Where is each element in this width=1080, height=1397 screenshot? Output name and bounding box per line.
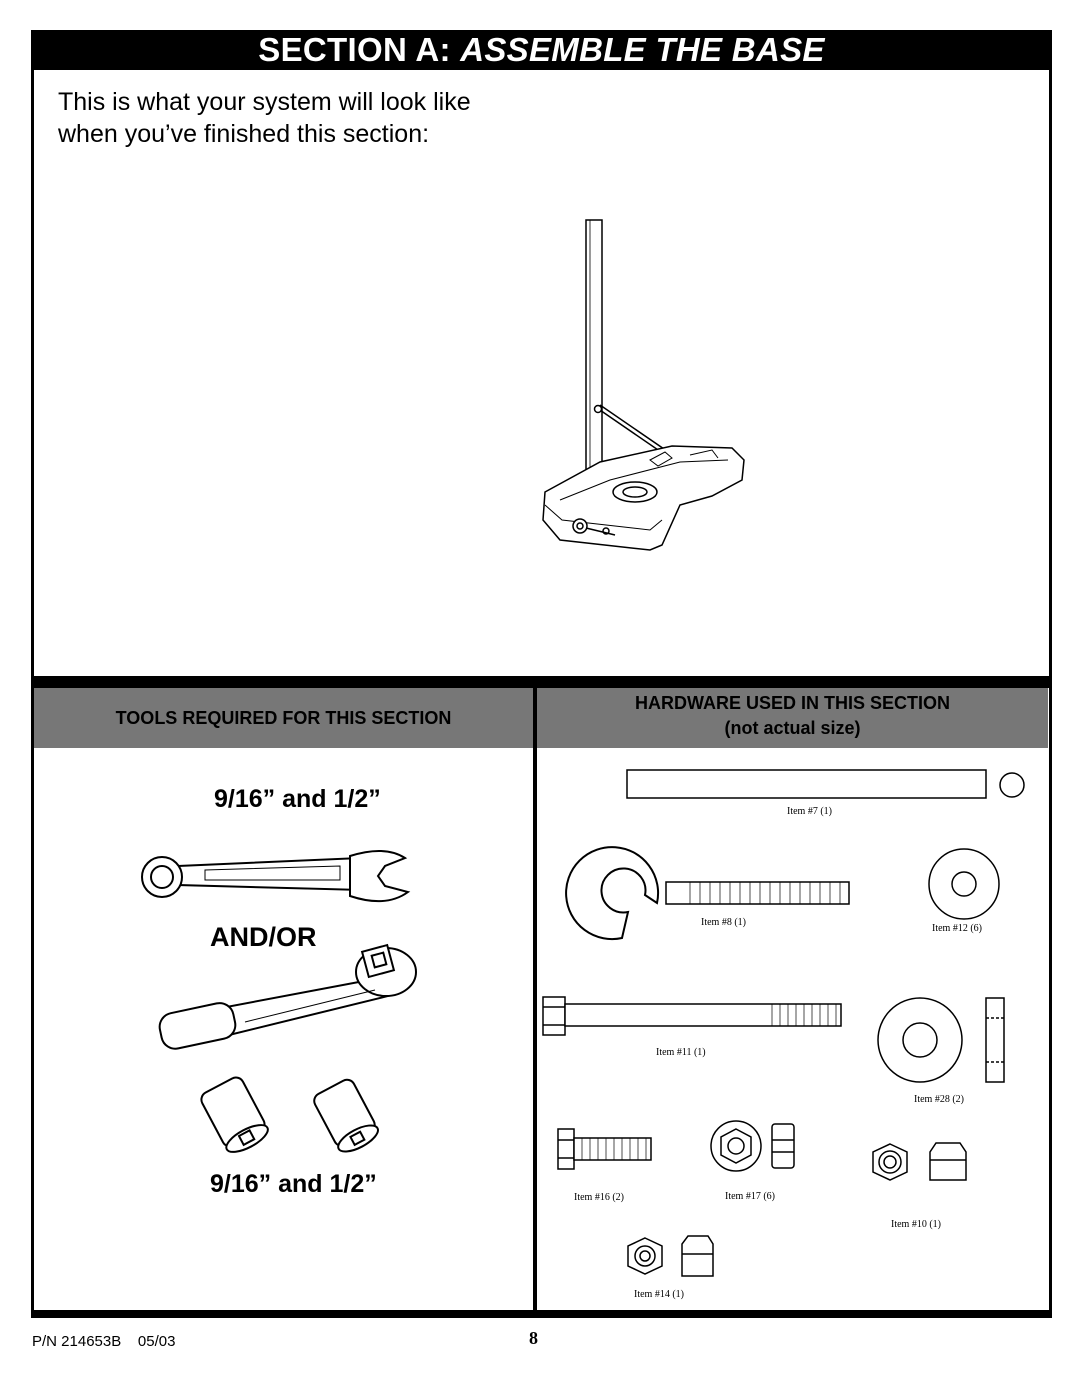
tube-end-item7-icon [999,772,1025,798]
item28-label: Item #28 (2) [914,1094,964,1105]
section-title-emphasis: ASSEMBLE THE BASE [460,31,825,68]
page-number: 8 [529,1328,538,1348]
item14-label: Item #14 (1) [634,1289,684,1300]
hardware-heading-subtitle: (not actual size) [724,718,861,738]
bottom-rule [31,1310,1052,1315]
tube-item7-icon [626,769,987,799]
tools-heading: TOOLS REQUIRED FOR THIS SECTION [34,688,533,748]
washer-item12-icon [928,848,1000,920]
item7-label: Item #7 (1) [787,806,832,817]
section-title-prefix: SECTION A: [258,31,461,68]
hardware-heading-title: HARDWARE USED IN THIS SECTION [634,693,951,713]
lock-nut-item14-icon [627,1235,714,1277]
item16-label: Item #16 (2) [574,1192,624,1203]
item11-label: Item #11 (1) [656,1047,706,1058]
section-divider [31,676,1052,688]
part-number: P/N 214653B 05/03 [32,1333,176,1350]
hardware-heading: HARDWARE USED IN THIS SECTION (not actua… [537,688,1048,748]
item12-label: Item #12 (6) [932,923,982,934]
flange-nut-item17-icon [710,1120,795,1172]
long-bolt-item11-icon [542,996,842,1036]
and-or-label: AND/OR [210,922,317,952]
section-title: SECTION A: ASSEMBLE THE BASE [31,30,1052,70]
intro-text: This is what your system will look like … [58,86,471,150]
item8-label: Item #8 (1) [701,917,746,928]
eye-bolt-item8-icon [565,846,850,941]
item17-label: Item #17 (6) [725,1191,775,1202]
washer-item28-icon [877,997,1005,1083]
lock-nut-item10-icon [872,1142,967,1181]
item10-label: Item #10 (1) [891,1219,941,1230]
short-bolt-item16-icon [557,1128,652,1170]
intro-line-2: when you’ve finished this section: [58,120,430,148]
socket-size-label: 9/16” and 1/2” [210,1170,377,1198]
wrench-size-label: 9/16” and 1/2” [214,785,381,813]
intro-line-1: This is what your system will look like [58,88,471,116]
column-divider [533,688,537,1316]
